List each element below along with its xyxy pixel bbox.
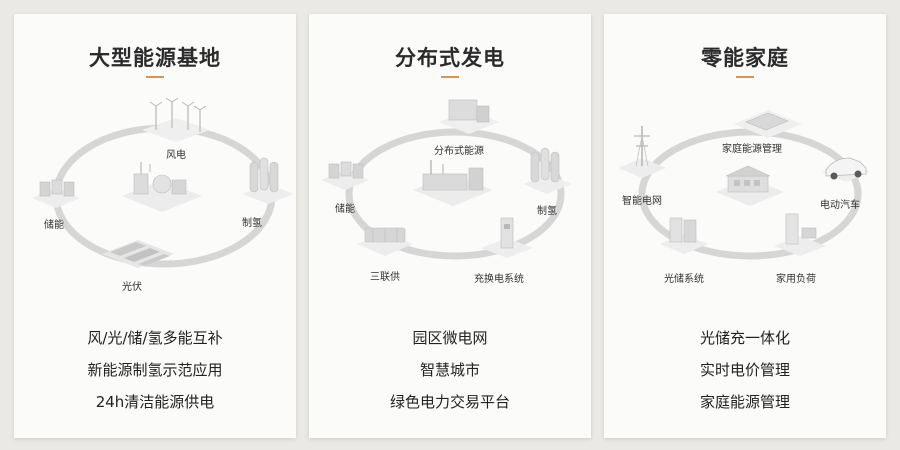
node-label-storage: 储能 — [44, 218, 64, 231]
feature-item: 实时电价管理 — [699, 361, 790, 379]
cycle-ring — [345, 128, 565, 260]
hydrogen-tank-icon — [242, 157, 294, 204]
home-management-panel-icon — [734, 110, 802, 138]
node-label-wind: 风电 — [166, 148, 186, 161]
energy-base-diagram: 风电 制氢 光伏 储能 — [32, 97, 294, 293]
zero-energy-home-diagram: 家庭能源管理 电动汽车 家用负荷 光储系统 — [618, 110, 870, 285]
hydrogen-tank-icon — [523, 147, 571, 194]
building-icon — [439, 99, 499, 134]
panel-distributed-generation: 分布式发电 分布式能源 制氢 — [309, 14, 591, 438]
wind-turbine-icon — [142, 97, 210, 142]
panel-title: 分布式发电 — [395, 46, 505, 70]
node-label-storage: 储能 — [335, 202, 355, 215]
electric-car-icon — [822, 157, 870, 182]
title-underline — [146, 76, 164, 78]
panel-large-energy-base: 大型能源基地 风电 制氢 — [14, 14, 296, 438]
feature-list: 园区微电网 智慧城市 绿色电力交易平台 — [309, 322, 591, 418]
feature-item: 绿色电力交易平台 — [389, 393, 510, 411]
feature-item: 家庭能源管理 — [699, 393, 790, 411]
feature-item: 24h清洁能源供电 — [95, 393, 215, 411]
node-label-cchp: 三联供 — [370, 270, 400, 283]
node-label-hydrogen: 制氢 — [537, 204, 557, 217]
household-appliance-icon — [774, 213, 826, 256]
panel-zero-energy-home: 零能家庭 家庭能源管理 电动汽车 — [604, 14, 886, 438]
pv-storage-icon — [660, 217, 708, 254]
feature-item: 新能源制氢示范应用 — [87, 361, 223, 379]
feature-item: 风/光/储/氢多能互补 — [87, 329, 223, 347]
feature-list: 风/光/储/氢多能互补 新能源制氢示范应用 24h清洁能源供电 — [14, 322, 296, 418]
node-label-ev: 电动汽车 — [820, 198, 860, 211]
center-factory-icon — [413, 160, 493, 206]
feature-item: 光储充一体化 — [699, 329, 790, 347]
title-underline — [736, 76, 754, 78]
feature-list: 光储充一体化 实时电价管理 家庭能源管理 — [604, 322, 886, 418]
distributed-generation-diagram: 分布式能源 制氢 充换电系统 三联供 — [321, 99, 571, 285]
feature-item: 智慧城市 — [419, 361, 480, 379]
feature-item: 园区微电网 — [412, 329, 488, 347]
node-label-smart-grid: 智能电网 — [622, 194, 662, 207]
cycle-ring — [638, 128, 862, 260]
center-plant-icon — [122, 162, 202, 212]
power-tower-icon — [618, 126, 666, 178]
charging-station-icon — [481, 217, 533, 258]
center-house-icon — [716, 165, 784, 206]
solar-panel-icon — [102, 240, 174, 268]
node-label-distributed-energy: 分布式能源 — [434, 144, 484, 157]
node-label-pv-storage: 光储系统 — [664, 272, 704, 285]
node-label-household-load: 家用负荷 — [776, 272, 816, 285]
node-label-solar: 光伏 — [122, 280, 142, 293]
node-label-home-energy-management: 家庭能源管理 — [722, 142, 782, 155]
cchp-unit-icon — [357, 227, 413, 256]
battery-storage-icon — [32, 179, 80, 208]
panel-title: 零能家庭 — [701, 46, 789, 70]
node-label-charging-system: 充换电系统 — [474, 272, 524, 285]
panel-title: 大型能源基地 — [89, 46, 221, 70]
battery-storage-icon — [321, 161, 369, 190]
title-underline — [441, 76, 459, 78]
node-label-hydrogen: 制氢 — [242, 216, 262, 229]
